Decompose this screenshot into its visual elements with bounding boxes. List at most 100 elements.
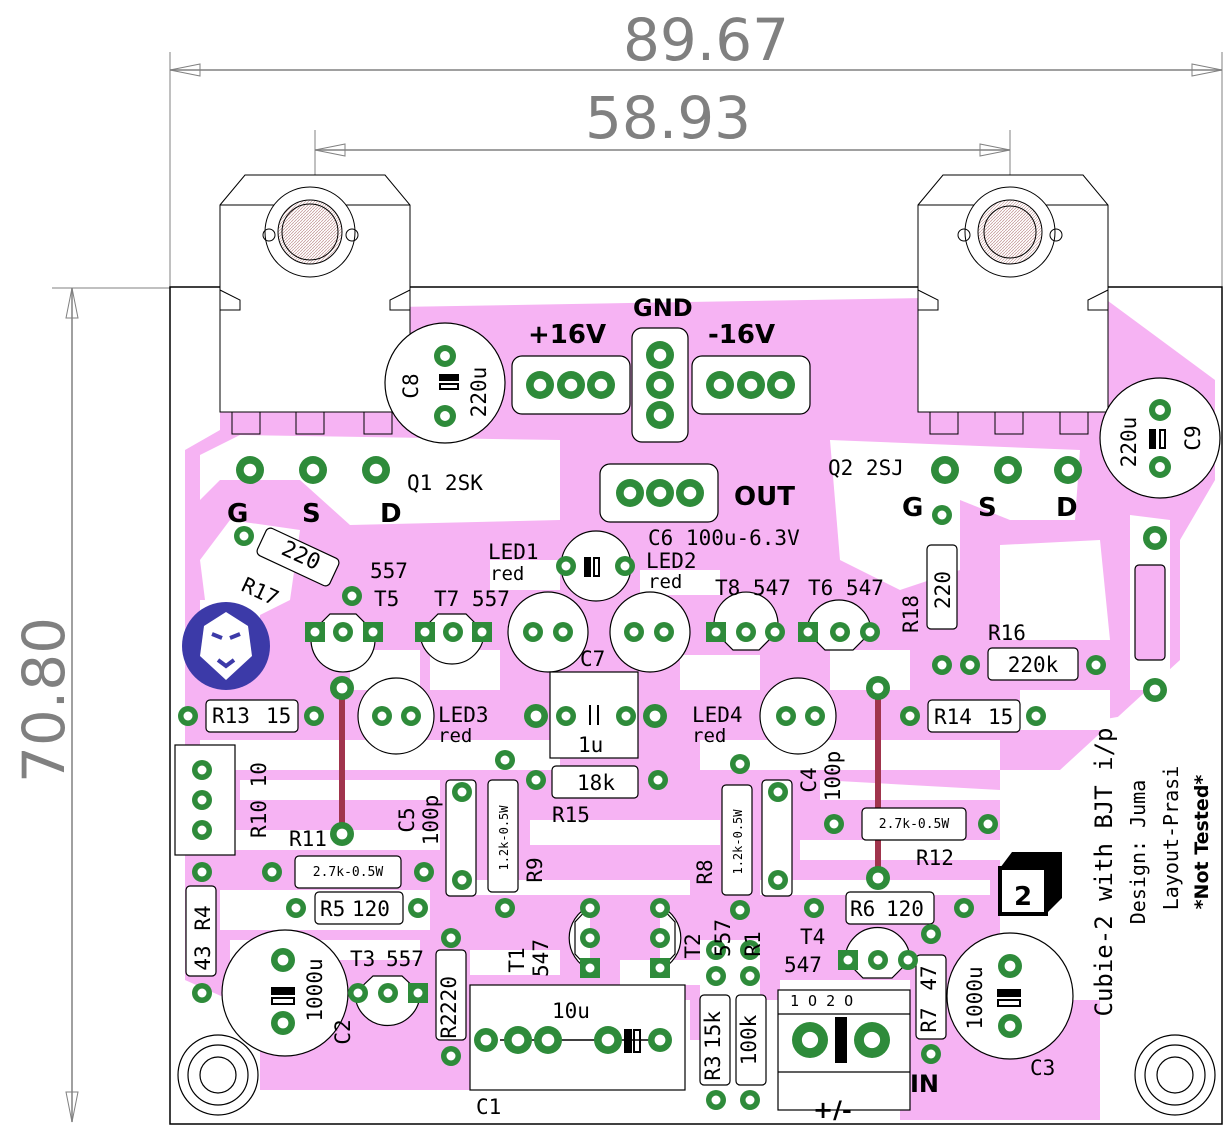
label-c8: C8 (399, 373, 423, 398)
pad-label: 2 (1157, 463, 1162, 472)
pad-hole (448, 627, 458, 637)
pad-hole (741, 627, 751, 637)
label-c7: C7 (580, 647, 605, 671)
pad-label: 2 (311, 712, 316, 721)
inner-width-dimension: 58.93 (585, 84, 751, 152)
pad-hole (620, 561, 630, 571)
label-r3-value: 15k (701, 1011, 725, 1049)
label-led3-color: red (438, 725, 472, 747)
pad-hole (480, 1034, 492, 1046)
pad-label: 2 (775, 788, 780, 797)
pad-hole (774, 378, 788, 392)
pad-hole (745, 945, 755, 955)
pad-hole (623, 486, 637, 500)
label-t4-value: 547 (784, 953, 822, 977)
pad-hole (419, 867, 429, 877)
pad-label: 3 (1065, 466, 1070, 475)
pad-label: B (587, 934, 593, 943)
pad-hole (1031, 711, 1041, 721)
pad-label: B (385, 989, 391, 998)
pad-hole (773, 787, 783, 797)
pad-label: E (587, 904, 592, 913)
pad-hole (561, 711, 571, 721)
pad-label: 1 (985, 820, 990, 829)
label-c4-value: 100p (821, 751, 845, 802)
pad-hole (781, 711, 791, 721)
label-q2: Q2 2SJ (828, 456, 904, 480)
pad-hole (197, 795, 207, 805)
pad-label: 1A (685, 489, 696, 498)
pad-label: C (587, 964, 593, 973)
pad-hole (872, 872, 884, 884)
label-q1-g: G (227, 499, 248, 529)
pad-hole (406, 711, 416, 721)
pad-label: 2 (483, 1036, 488, 1045)
pad-hole (528, 627, 538, 637)
pad-label: 2 (623, 712, 628, 721)
title-text: Cubie-2 with BJT i/p (1090, 728, 1118, 1017)
pad-hole (1149, 532, 1161, 544)
pad-hole (903, 955, 913, 965)
label-r12: R12 (916, 846, 954, 870)
pad-hole (1004, 960, 1016, 972)
pad-label: 1 (939, 511, 944, 520)
pad-label: 1 (280, 1019, 285, 1028)
label-r18-value: 220 (931, 571, 955, 609)
pad-hole (835, 627, 845, 637)
pad-hole (309, 711, 319, 721)
pad-label: 1 (737, 906, 742, 915)
pad-label: 2 (293, 904, 298, 913)
label-c1: C1 (476, 1095, 501, 1119)
resistor-bodies (185, 527, 1166, 1086)
label-c2-value: 1000u (303, 958, 327, 1021)
pad-hole (1061, 463, 1075, 477)
label-c5-value: 100p (419, 795, 443, 846)
pad-label: 1 (421, 868, 426, 877)
label-r15: R15 (552, 803, 590, 827)
label-r4: R4 (191, 905, 215, 930)
pad-hole (654, 1034, 666, 1046)
pad-hole (594, 378, 608, 392)
pad-hole (353, 988, 363, 998)
label-led2: LED2 (646, 549, 697, 573)
pad-label: A (530, 628, 536, 637)
label-q1-s: S (302, 499, 321, 529)
pad-label: A (631, 628, 637, 637)
pad-label: 1 (942, 466, 947, 475)
pad-hole (197, 988, 207, 998)
pad-label: B (837, 628, 843, 637)
pad-hole (773, 875, 783, 885)
pad-hole (829, 819, 839, 829)
pad-hole (601, 1033, 615, 1047)
pad-label: 1 (1093, 661, 1098, 670)
pad-label: 1A (776, 381, 787, 390)
label-r18: R18 (899, 595, 923, 633)
pad-hole (873, 955, 883, 965)
pad-label: 3 (373, 466, 378, 475)
label-led1: LED1 (488, 540, 539, 564)
pad-hole (338, 627, 348, 637)
label-r10: R10 10 (247, 762, 271, 838)
pad-label: 2 (907, 712, 912, 721)
label-q2-g: G (902, 493, 923, 523)
pad-hole (905, 711, 915, 721)
pad-hole (511, 1033, 525, 1047)
pad-label: 1 (563, 712, 568, 721)
pad-label: 2 (928, 1050, 933, 1059)
pad-hole (500, 755, 510, 765)
pad-hole (863, 1031, 881, 1049)
pad-label: 2 (737, 760, 742, 769)
pad-label: E (355, 989, 360, 998)
pad-label: 1B (566, 381, 577, 390)
pad-hole (711, 1095, 721, 1105)
label-q2-d: D (1056, 493, 1078, 523)
pad-hole (291, 903, 301, 913)
label-input-pins: 1 O 2 O (790, 992, 853, 1010)
label-r7-value: 47 (917, 965, 941, 990)
pad-hole (1004, 1020, 1016, 1032)
label-r13: R13 (212, 704, 250, 728)
width-dimension: 89.67 (623, 6, 789, 74)
pad-hole (711, 971, 721, 981)
label-q1: Q1 2SK (407, 471, 483, 495)
label-t6: T6 547 (808, 576, 884, 600)
